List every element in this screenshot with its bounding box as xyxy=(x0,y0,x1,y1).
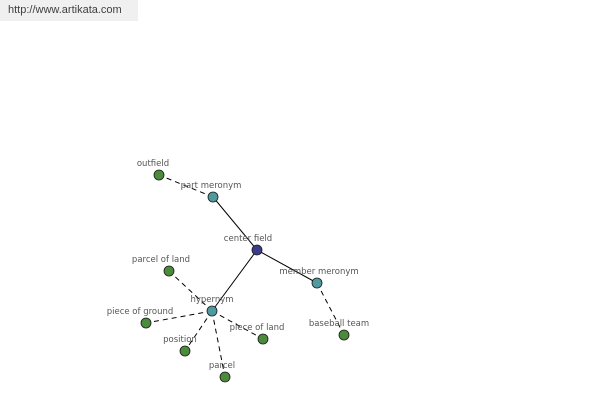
node-piece-of-land[interactable] xyxy=(257,333,269,345)
edge-part-meronym-outfield xyxy=(158,174,214,198)
label-parcel-of-land-1[interactable]: parcel of land xyxy=(132,255,190,265)
edge-hypernym-piece-of-land xyxy=(211,310,264,340)
edge-center-field-hypernym xyxy=(211,249,258,312)
edge-hypernym-position xyxy=(184,310,213,352)
edge-center-field-member-meronym xyxy=(256,249,318,284)
label-member-meronym[interactable]: member meronym xyxy=(279,267,358,277)
node-position[interactable] xyxy=(179,345,191,357)
source-url[interactable]: http://www.artikata.com xyxy=(8,4,122,16)
node-parcel[interactable] xyxy=(219,371,231,383)
label-baseball-team[interactable]: baseball team xyxy=(309,319,369,329)
edge-member-meronym-baseball-team xyxy=(316,282,345,336)
node-baseball-team[interactable] xyxy=(338,329,350,341)
label-outfield[interactable]: outfield xyxy=(137,159,169,169)
label-hypernym[interactable]: hypernym xyxy=(190,295,233,305)
edge-hypernym-parcel-of-land-1 xyxy=(168,270,213,312)
node-member-meronym[interactable] xyxy=(311,277,323,289)
node-center-field[interactable] xyxy=(251,244,263,256)
edges-layer xyxy=(145,174,345,378)
node-piece-of-ground[interactable] xyxy=(140,317,152,329)
edge-center-field-part-meronym xyxy=(212,196,258,251)
label-part-meronym[interactable]: part meronym xyxy=(181,181,242,191)
edge-hypernym-parcel xyxy=(211,310,226,378)
label-parcel[interactable]: parcel xyxy=(209,361,235,371)
node-hypernym[interactable] xyxy=(206,305,218,317)
labels-layer: center field part meronym member meronym hy… xyxy=(107,159,369,371)
edge-hypernym-piece-of-ground xyxy=(145,310,213,324)
label-position[interactable]: position xyxy=(163,335,197,345)
label-piece-of-land[interactable]: piece of land xyxy=(230,323,285,333)
node-outfield[interactable] xyxy=(153,169,165,181)
label-piece-of-ground[interactable]: piece of ground xyxy=(107,307,174,317)
node-parcel-of-land-1[interactable] xyxy=(163,265,175,277)
label-center-field[interactable]: center field xyxy=(224,234,272,244)
url-banner: http://www.artikata.com xyxy=(0,0,138,21)
nodes-layer xyxy=(140,169,350,383)
node-part-meronym[interactable] xyxy=(207,191,219,203)
